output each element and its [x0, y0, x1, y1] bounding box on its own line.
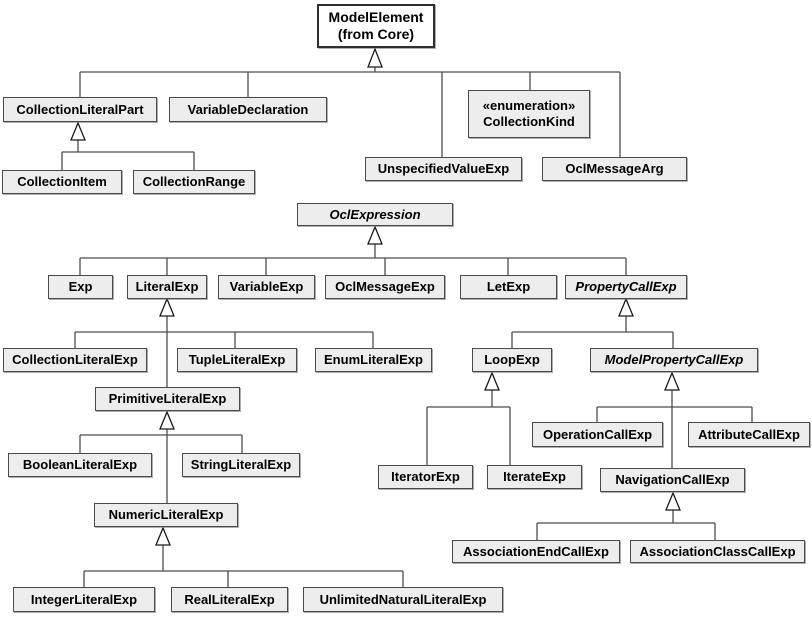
class-box-loop-exp: LoopExp	[472, 348, 552, 372]
class-label: TupleLiteralExp	[188, 352, 286, 368]
class-label: UnlimitedNaturalLiteralExp	[319, 591, 487, 607]
class-label: LiteralExp	[135, 279, 199, 295]
class-box-association-end-call-exp: AssociationEndCallExp	[452, 540, 620, 563]
class-label: PrimitiveLiteralExp	[108, 391, 227, 407]
class-label: CollectionItem	[17, 174, 107, 190]
class-box-navigation-call-exp: NavigationCallExp	[600, 468, 745, 492]
class-box-real-literal-exp: RealLiteralExp	[171, 587, 288, 612]
class-box-ocl-message-exp: OclMessageExp	[325, 275, 445, 299]
generalization-lines	[61, 67, 753, 587]
class-box-iterator-exp: IteratorExp	[378, 465, 473, 489]
class-box-collection-range: CollectionRange	[133, 170, 255, 194]
hollow-triangle-icon	[70, 121, 86, 141]
class-label: OperationCallExp	[542, 426, 653, 442]
class-label: UnspecifiedValueExp	[377, 161, 510, 177]
class-box-unspecified-value-exp: UnspecifiedValueExp	[365, 157, 522, 181]
class-box-association-class-call-exp: AssociationClassCallExp	[630, 540, 805, 563]
class-label: NumericLiteralExp	[108, 507, 224, 523]
class-label: CollectionLiteralPart	[16, 101, 144, 117]
hollow-triangle-icon	[367, 225, 383, 245]
class-label: BooleanLiteralExp	[22, 457, 138, 473]
class-box-collection-literal-exp: CollectionLiteralExp	[3, 348, 147, 372]
class-label: ModelElement	[328, 9, 424, 26]
class-label: Exp	[68, 279, 93, 295]
class-label: AssociationClassCallExp	[639, 543, 796, 559]
class-label: StringLiteralExp	[190, 457, 292, 473]
class-box-model-element: ModelElement (from Core)	[317, 4, 435, 48]
class-label: CollectionRange	[142, 174, 246, 190]
class-box-literal-exp: LiteralExp	[127, 275, 207, 299]
hollow-triangle-icon	[665, 491, 681, 511]
class-box-integer-literal-exp: IntegerLiteralExp	[13, 587, 155, 612]
hollow-triangle-icon	[155, 526, 171, 546]
class-box-exp: Exp	[48, 275, 113, 299]
class-box-let-exp: LetExp	[460, 275, 557, 299]
class-box-operation-call-exp: OperationCallExp	[532, 422, 663, 447]
class-label: VariableExp	[229, 279, 304, 295]
class-label: AttributeCallExp	[698, 426, 800, 442]
class-label: LetExp	[486, 279, 531, 295]
hollow-triangle-icon	[664, 371, 680, 391]
class-box-ocl-message-arg: OclMessageArg	[542, 157, 687, 181]
class-box-string-literal-exp: StringLiteralExp	[182, 453, 300, 477]
class-label: AssociationEndCallExp	[463, 543, 609, 559]
class-box-numeric-literal-exp: NumericLiteralExp	[94, 503, 238, 527]
class-box-model-property-call-exp: ModelPropertyCallExp	[590, 348, 758, 372]
class-box-enum-literal-exp: EnumLiteralExp	[315, 348, 432, 372]
class-label: IntegerLiteralExp	[30, 591, 138, 607]
hollow-triangle-icon	[159, 410, 175, 430]
class-label: ModelPropertyCallExp	[604, 352, 744, 368]
class-label: CollectionKind	[483, 114, 575, 129]
class-box-boolean-literal-exp: BooleanLiteralExp	[8, 453, 152, 477]
class-label: EnumLiteralExp	[324, 352, 423, 368]
class-box-primitive-literal-exp: PrimitiveLiteralExp	[95, 387, 240, 411]
class-label: OclMessageExp	[335, 279, 435, 295]
generalization-arrowheads	[70, 47, 681, 546]
class-sublabel: (from Core)	[337, 26, 415, 42]
class-box-tuple-literal-exp: TupleLiteralExp	[177, 348, 297, 372]
stereotype-label: «enumeration»	[482, 98, 576, 114]
class-label: OclMessageArg	[565, 161, 664, 177]
class-box-unlimited-natural-literal-exp: UnlimitedNaturalLiteralExp	[303, 587, 503, 612]
class-box-ocl-expression: OclExpression	[297, 203, 453, 226]
class-box-iterate-exp: IterateExp	[487, 465, 582, 489]
class-label: LoopExp	[484, 352, 540, 368]
hollow-triangle-icon	[367, 47, 383, 68]
hollow-triangle-icon	[484, 371, 500, 391]
class-box-variable-exp: VariableExp	[218, 275, 315, 299]
class-label: IteratorExp	[391, 469, 460, 485]
class-box-collection-literal-part: CollectionLiteralPart	[3, 97, 157, 122]
class-label: NavigationCallExp	[615, 472, 730, 488]
class-label: VariableDeclaration	[187, 101, 309, 117]
class-box-collection-item: CollectionItem	[2, 170, 122, 194]
hollow-triangle-icon	[159, 297, 175, 317]
class-box-variable-declaration: VariableDeclaration	[169, 97, 327, 122]
class-label: CollectionLiteralExp	[12, 352, 138, 368]
hollow-triangle-icon	[618, 297, 634, 317]
class-box-attribute-call-exp: AttributeCallExp	[688, 422, 810, 447]
class-box-collection-kind: «enumeration» CollectionKind	[468, 90, 590, 138]
class-box-property-call-exp: PropertyCallExp	[565, 275, 687, 299]
class-label: RealLiteralExp	[184, 591, 275, 607]
class-label: OclExpression	[329, 206, 421, 222]
class-label: IterateExp	[503, 469, 566, 485]
class-label: PropertyCallExp	[575, 279, 677, 295]
